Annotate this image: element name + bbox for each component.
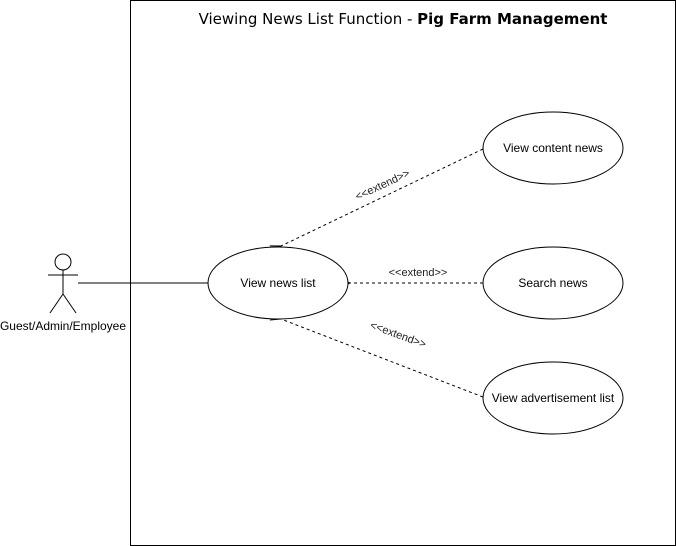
actor-head: [54, 253, 72, 271]
use-case-label: View news list: [240, 276, 316, 290]
use-case-view-content-news[interactable]: View content news: [482, 111, 624, 185]
actor-label: Guest/Admin/Employee: [0, 319, 126, 333]
use-case-ellipse: [482, 361, 624, 435]
use-case-ellipse: [482, 246, 624, 320]
extend-advert-label: <<extend>>: [368, 319, 427, 350]
actor-right-leg: [62, 293, 77, 314]
actor[interactable]: Guest/Admin/Employee: [0, 253, 126, 333]
extend-search-label: <<extend>>: [389, 267, 448, 279]
extend-content-label: <<extend>>: [354, 167, 412, 203]
use-case-ellipse: [482, 111, 624, 185]
use-case-search-news[interactable]: Search news: [482, 246, 624, 320]
actor-left-leg: [49, 293, 64, 314]
title-prefix: Viewing News List Function -: [199, 10, 418, 28]
use-case-label: View advertisement list: [492, 391, 615, 405]
use-case-label: Search news: [518, 276, 587, 290]
extend-content-line: [281, 148, 484, 246]
use-case-view-advertisement-list[interactable]: View advertisement list: [482, 361, 624, 435]
title-bold: Pig Farm Management: [417, 10, 607, 28]
use-case-label: View content news: [503, 141, 603, 155]
use-case-view-news-list[interactable]: View news list: [207, 246, 349, 320]
diagram-title: Viewing News List Function - Pig Farm Ma…: [199, 10, 608, 28]
extend-advert-line: [281, 319, 484, 398]
use-case-ellipse: [207, 246, 349, 320]
